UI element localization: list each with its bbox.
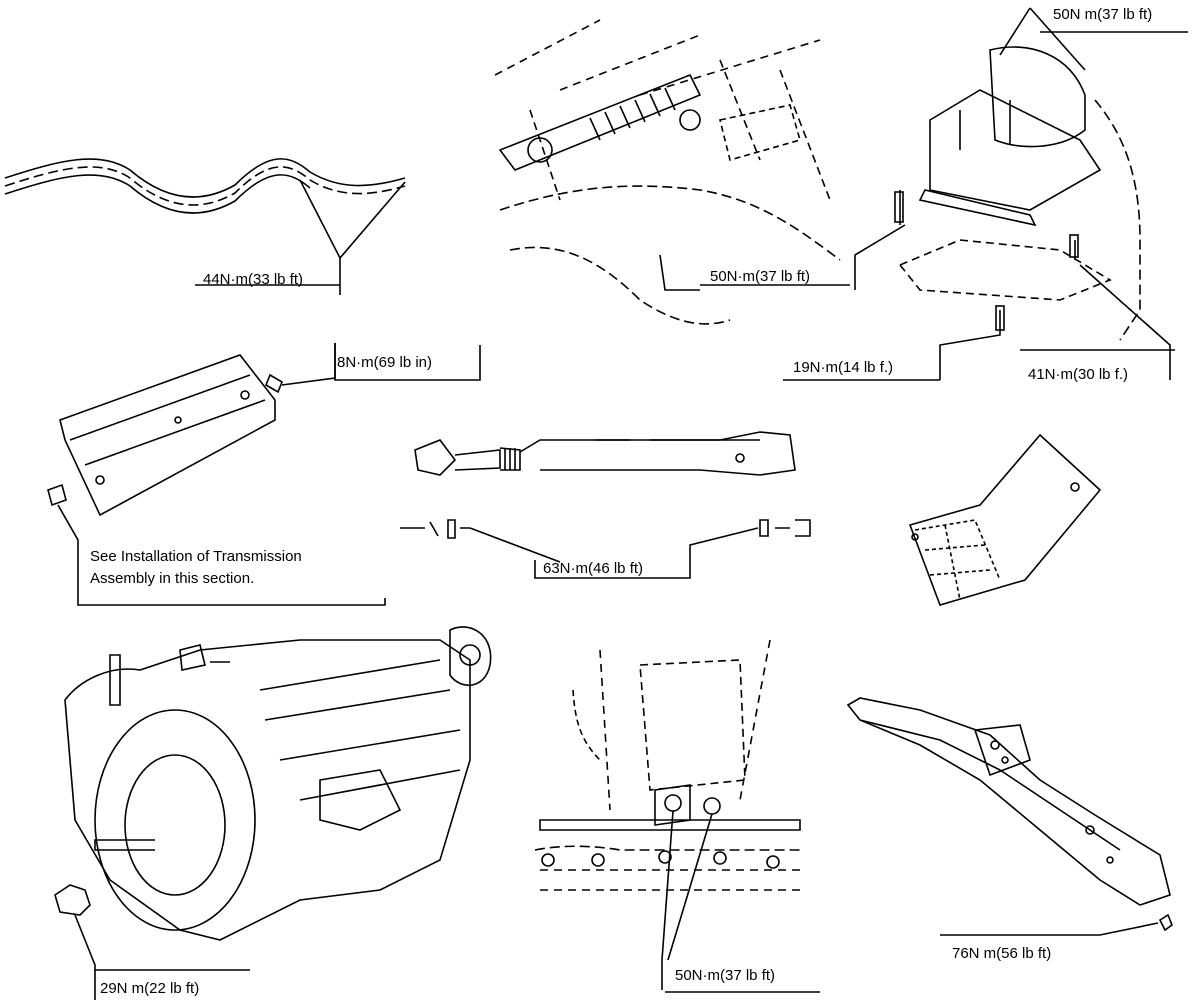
torque-label-mount-top: 50N m(37 lb ft) (1053, 6, 1153, 23)
torque-label-exhaust: 44N·m(33 lb ft) (203, 271, 304, 288)
exhaust-pipe-illustration (4, 158, 406, 295)
torque-label-crossmember-bolt: 50N·m(37 lb ft) (675, 967, 776, 984)
torque-label-transmission-bolt: 29N m(22 lb ft) (100, 980, 200, 997)
torque-label-flange-bolt: 63N·m(46 lb ft) (543, 560, 644, 577)
crossmember-installed-illustration (534, 639, 801, 990)
torque-label-mount-nut: 41N·m(30 lb f.) (1028, 366, 1129, 383)
reference-note-line1: See Installation of Transmission (90, 548, 302, 565)
transmission-crossmember-illustration (846, 697, 1173, 936)
torque-label-crossmember-nut: 76N m(56 lb ft) (952, 945, 1052, 962)
transmission-assembly-illustration (54, 626, 492, 971)
driveshaft-installed-illustration (494, 19, 841, 325)
propeller-shaft-illustration (400, 431, 811, 579)
torque-label-mount-bolt: 19N·m(14 lb f.) (793, 359, 894, 376)
reference-note: See Installation of Transmission Assembl… (90, 546, 302, 590)
torque-label-insulator-bolt: 8N·m(69 lb in) (337, 354, 433, 371)
reference-note-line2: Assembly in this section. (90, 570, 255, 587)
floor-insulator-illustration (908, 433, 1102, 606)
torque-label-shaft-upper: 50N·m(37 lb ft) (710, 268, 811, 285)
rear-mount-bracket-illustration (854, 7, 1171, 380)
